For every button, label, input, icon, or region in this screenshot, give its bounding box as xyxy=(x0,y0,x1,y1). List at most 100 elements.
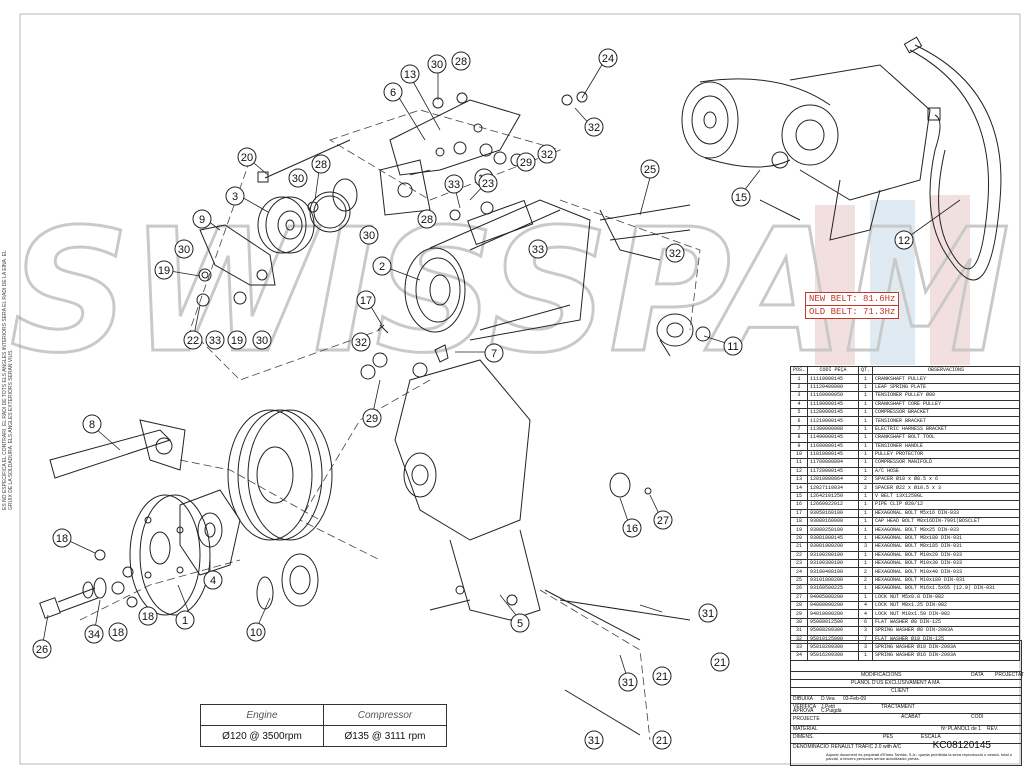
svg-text:18: 18 xyxy=(112,627,124,639)
svg-text:28: 28 xyxy=(315,159,327,171)
long-bolts xyxy=(257,139,691,736)
part-qty: 1 xyxy=(858,517,874,527)
callout-32c: 32 xyxy=(351,332,371,352)
engine-label: Engine xyxy=(200,704,324,726)
tb-projecte: PROJECTE xyxy=(793,716,820,722)
part-observation: LOCK NUT M10x1.50 DIN-982 xyxy=(872,609,1020,619)
speed-value-row: Ø120 @ 3500rpm Ø135 @ 3111 rpm xyxy=(200,725,447,747)
part-observation: A/C HOSE xyxy=(872,466,1020,477)
svg-text:20: 20 xyxy=(241,152,253,164)
part-pos: 24 xyxy=(789,567,809,577)
part-qty: 1 xyxy=(858,441,874,451)
svg-text:2: 2 xyxy=(379,261,385,273)
pulley-protector xyxy=(256,553,319,610)
part-qty: 3 xyxy=(858,626,874,636)
tb-verifica-name: J.Petit xyxy=(821,704,835,710)
part-pos: 11 xyxy=(789,458,809,468)
svg-text:23: 23 xyxy=(482,178,494,190)
compressor-manifold xyxy=(656,313,711,357)
part-observation: HEXAGONAL BOLT M16x1.5x65 (12.9) DIN-931 xyxy=(872,584,1020,594)
callout-2: 2 xyxy=(372,256,392,276)
callout-33c: 33 xyxy=(528,239,548,259)
svg-text:21: 21 xyxy=(714,657,726,669)
part-observation: HEXAGONAL BOLT M10x180 DIN-931 xyxy=(872,575,1020,586)
part-code: 12027110034 xyxy=(807,483,860,493)
part-pos: 20 xyxy=(789,533,809,544)
part-code: 93080160000 xyxy=(807,517,860,527)
part-code: 93101800200 xyxy=(807,575,860,586)
callout-30c: 30 xyxy=(174,239,194,259)
part-code: 11720000145 xyxy=(807,466,860,477)
part-code: 11210000145 xyxy=(807,416,860,426)
part-observation: HEXAGONAL BOLT M8x25 DIN-933 xyxy=(872,525,1020,535)
svg-text:18: 18 xyxy=(142,611,154,623)
callout-19b: 19 xyxy=(227,330,247,350)
callout-20: 20 xyxy=(237,147,257,167)
svg-text:16: 16 xyxy=(626,523,638,535)
svg-text:3: 3 xyxy=(232,191,238,203)
part-pos: 6 xyxy=(789,416,809,426)
compressor-label: Compressor xyxy=(323,704,447,726)
part-qty: 2 xyxy=(858,483,874,493)
header-code: CODI PEÇA xyxy=(807,365,860,376)
callout-22: 22 xyxy=(183,330,203,350)
tb-dimensions: DIMENS. xyxy=(793,734,814,740)
part-pos: 34 xyxy=(789,651,809,661)
part-qty: 1 xyxy=(858,424,874,435)
svg-text:5: 5 xyxy=(517,618,523,630)
part-observation: COMPRESSOR MANIFOLD xyxy=(872,458,1020,468)
part-qty: 4 xyxy=(858,609,874,619)
part-pos: 28 xyxy=(789,600,809,611)
part-observation: CRANKSHAFT BOLT TOOL xyxy=(872,433,1020,443)
part-pos: 8 xyxy=(789,433,809,443)
callout-3: 3 xyxy=(225,186,245,206)
part-pos: 16 xyxy=(789,500,809,510)
part-pos: 18 xyxy=(789,517,809,527)
part-observation: ELECTRIC HARNESS BRACKET xyxy=(872,424,1020,435)
callout-31c: 31 xyxy=(584,730,604,750)
svg-text:30: 30 xyxy=(178,244,190,256)
svg-text:32: 32 xyxy=(669,248,681,260)
part-observation: SPRING WASHER Ø16 DIN-2093A xyxy=(872,651,1020,661)
new-belt-frequency: NEW BELT: 81.6Hz xyxy=(806,293,899,306)
svg-text:10: 10 xyxy=(250,627,262,639)
tensioner-pulley xyxy=(257,178,358,254)
callout-25: 25 xyxy=(640,159,660,179)
tb-warning: PLÀNOL D'ÚS EXCLUSIVAMENT A MÀ xyxy=(851,680,940,686)
callout-19a: 19 xyxy=(154,260,174,280)
svg-text:13: 13 xyxy=(404,69,416,81)
callout-12: 12 xyxy=(894,230,914,250)
header-observations: OBSERVACIONS xyxy=(872,365,1020,376)
part-code: 93160500225 xyxy=(807,584,860,594)
callout-28c: 28 xyxy=(417,209,437,229)
part-observation: CAP HEAD BOLT M8x16DIN-7991(BOSCLET xyxy=(872,517,1020,527)
part-code: 11300000008 xyxy=(807,424,860,435)
part-observation: CRANKSHAFT CORE PULLEY xyxy=(872,399,1020,409)
svg-text:30: 30 xyxy=(256,335,268,347)
part-code: 11810000145 xyxy=(807,449,860,460)
callout-5: 5 xyxy=(510,613,530,633)
svg-text:31: 31 xyxy=(702,608,714,620)
part-code: 93100400100 xyxy=(807,567,860,577)
svg-text:33: 33 xyxy=(532,244,544,256)
compressor xyxy=(404,199,591,341)
part-qty: 2 xyxy=(858,575,874,586)
part-observation: LOCK NUT M8x1.25 DIN-982 xyxy=(872,600,1020,611)
old-belt-frequency: OLD BELT: 71.3Hz xyxy=(809,307,896,317)
svg-text:18: 18 xyxy=(56,533,68,545)
svg-text:31: 31 xyxy=(622,677,634,689)
part-qty: 1 xyxy=(858,491,874,502)
part-observation: V BELT 13X1250GL xyxy=(872,491,1020,502)
callout-29b: 29 xyxy=(516,152,536,172)
svg-text:30: 30 xyxy=(363,230,375,242)
